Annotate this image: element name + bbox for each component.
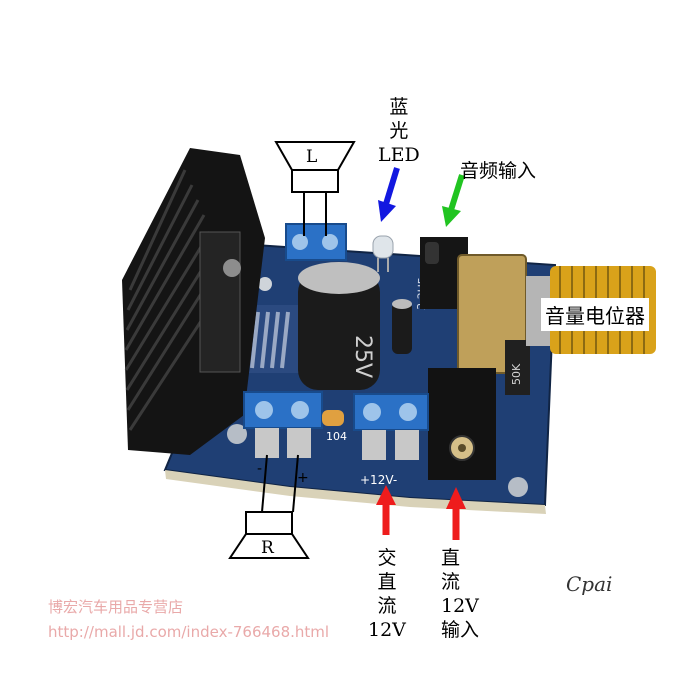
audio-input-label: 音频输入	[460, 160, 537, 182]
volume-pot-label: 音量电位器	[541, 298, 649, 331]
red-arrow-dc-jack-icon	[446, 487, 466, 540]
blue-arrow-icon	[378, 167, 400, 222]
plus-sign: +	[297, 470, 309, 486]
small-capacitor	[392, 302, 412, 354]
ac-dc-line-2: 直	[377, 571, 397, 593]
watermark-url: http://mall.jd.com/index-766468.html	[48, 623, 330, 641]
red-arrow-power-terminal-icon	[376, 485, 396, 535]
small-capacitor-top	[392, 299, 412, 309]
dc-input-line-4: 输入	[441, 619, 480, 641]
ac-dc-line-1: 交	[377, 547, 397, 569]
speaker-right-icon	[228, 454, 310, 559]
speaker-right-label: R	[261, 538, 274, 558]
green-arrow-icon	[442, 174, 465, 227]
blue-led	[372, 235, 394, 272]
speaker-left-label: L	[306, 147, 318, 167]
ac-dc-line-3: 流	[377, 595, 397, 617]
minus-sign: -	[257, 461, 262, 477]
terminal-speaker-top	[285, 223, 347, 261]
watermark-shop-name: 博宏汽车用品专营店	[48, 598, 184, 616]
blue-led-label: 蓝 光 LED	[378, 95, 420, 167]
dc-power-jack	[428, 368, 496, 480]
dc-12v-input-label: 直 流 12V 输入	[441, 546, 479, 642]
ac-dc-12v-label: 交 直 流 12V	[368, 546, 406, 642]
ceramic-capacitor	[322, 410, 344, 426]
blue-led-line-2: 光	[389, 120, 409, 142]
electrolytic-capacitor: 25V	[298, 262, 380, 390]
heatsink	[122, 148, 265, 455]
dc-input-line-2: 流	[441, 571, 461, 593]
pot-marking: 50K	[510, 363, 523, 385]
dc-input-line-3: 12V	[441, 595, 479, 617]
ac-dc-line-4: 12V	[368, 619, 406, 641]
cap-104-marking: 104	[326, 430, 347, 443]
power-marking: +12V-	[360, 473, 397, 487]
terminal-speaker-bottom	[243, 391, 323, 458]
cap-rating-text: 25V	[350, 335, 375, 378]
terminal-power: +12V-	[353, 393, 429, 487]
signature-logo: Cpai	[566, 572, 613, 596]
dc-input-line-1: 直	[441, 547, 461, 569]
speaker-left-icon	[274, 141, 356, 236]
blue-led-line-3: LED	[378, 144, 420, 166]
blue-led-line-1: 蓝	[389, 96, 409, 118]
